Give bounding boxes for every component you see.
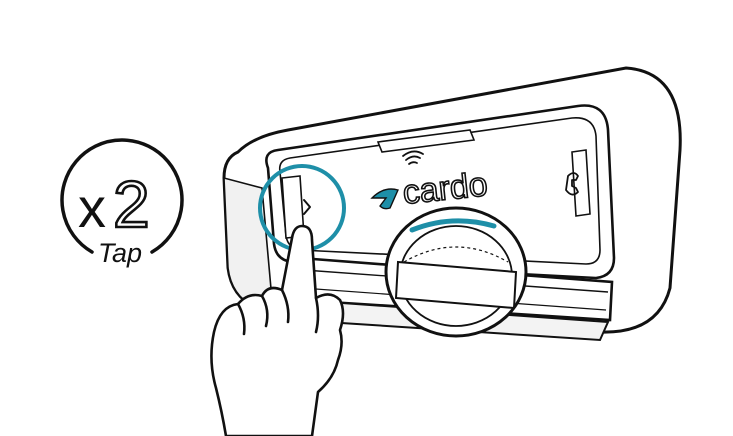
hand-palm (210, 224, 345, 436)
tap-x2-badge: x 2 Tap (60, 138, 184, 268)
dial-strap-overlay (394, 260, 518, 310)
badge-tap-label: Tap (98, 238, 142, 268)
rotary-dial[interactable] (384, 206, 528, 338)
wireless-signal-icon (402, 150, 424, 165)
badge-multiplier-value: 2 (113, 167, 150, 241)
right-button[interactable] (571, 149, 591, 217)
phone-icon (565, 172, 579, 196)
badge-ring (60, 138, 184, 254)
dial-highlight-arc (409, 218, 497, 233)
cardo-logo-mark (370, 188, 399, 210)
badge-x-label: x (78, 176, 106, 239)
pointing-hand (210, 224, 345, 436)
forward-arrow-icon (303, 199, 311, 215)
finger-crease-4 (236, 302, 246, 336)
finger-crease-1 (260, 294, 269, 328)
dial-knurl (403, 246, 509, 263)
finger-crease-3 (314, 296, 320, 334)
top-button[interactable] (376, 129, 476, 153)
finger-crease-2 (280, 288, 290, 324)
cardo-device: cardo (222, 66, 682, 342)
